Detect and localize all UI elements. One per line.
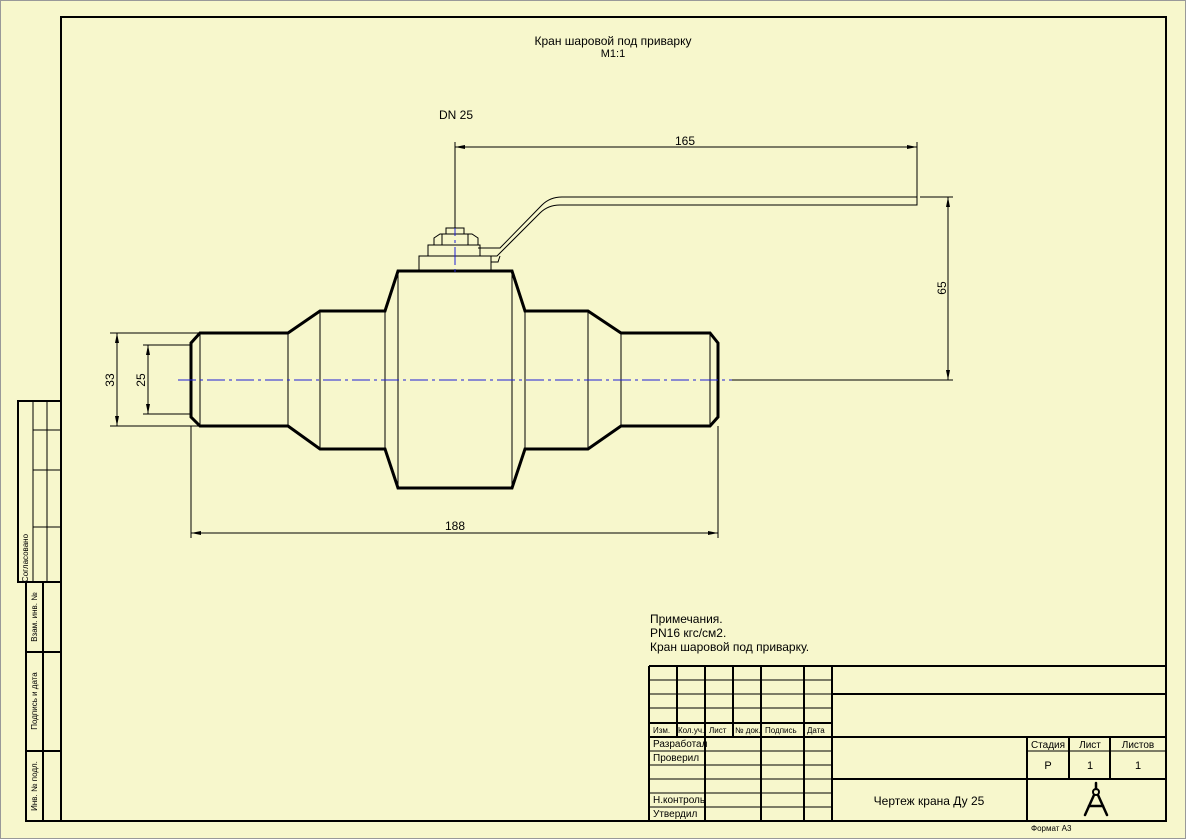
sheets-value: 1: [1135, 760, 1141, 772]
col-date: Дата: [807, 726, 825, 735]
compass-logo-icon: [1083, 781, 1109, 817]
dn-label: DN 25: [439, 108, 473, 122]
drawing-scale: М1:1: [601, 48, 625, 60]
dimension-lines: [110, 142, 953, 538]
side-stamp: [17, 400, 62, 822]
side-stamp-inv-orig: Инв. № подл.: [30, 761, 39, 811]
title-block-grid: [648, 665, 1167, 821]
handle-upper: [478, 196, 917, 249]
side-stamp-swap-inv: Взам. инв. №: [30, 592, 39, 642]
sheet-label: Лист: [1079, 740, 1101, 751]
dim-text-165: 165: [675, 134, 695, 148]
dim-text-33: 33: [103, 373, 117, 387]
sheets-label: Листов: [1122, 740, 1155, 751]
format-label: Формат А3: [1031, 824, 1072, 833]
stage-label: Стадия: [1031, 740, 1065, 751]
col-kol: Кол.уч.: [678, 726, 704, 735]
row-approved: Утвердил: [653, 809, 697, 820]
notes-line-2: Кран шаровой под приварку.: [650, 640, 809, 654]
row-n-control: Н.контроль: [653, 795, 705, 806]
dim-text-25: 25: [134, 373, 148, 387]
row-checked: Проверил: [653, 753, 699, 764]
side-stamp-sign-date: Подпись и дата: [30, 672, 39, 730]
drawing-title: Кран шаровой под приварку: [535, 34, 692, 48]
row-developed: Разработал: [653, 738, 708, 750]
dim-text-65: 65: [935, 281, 949, 295]
drawing-name: Чертеж крана Ду 25: [874, 794, 985, 808]
stage-value: Р: [1044, 760, 1051, 772]
handle-lower: [491, 197, 918, 257]
col-sign: Подпись: [765, 726, 797, 735]
sheet-value: 1: [1087, 760, 1093, 772]
side-stamp-agreed: Согласовано: [21, 533, 30, 582]
notes-heading: Примечания.: [650, 612, 723, 626]
col-list: Лист: [709, 726, 727, 735]
dim-text-188: 188: [445, 519, 465, 533]
notes-line-1: PN16 кгс/см2.: [650, 626, 726, 640]
notes: Примечания. PN16 кгс/см2. Кран шаровой п…: [650, 612, 809, 654]
title-block-labels: Изм. Кол.уч. Лист № док. Подпись Дата Ра…: [653, 726, 1154, 833]
col-izm: Изм.: [653, 726, 670, 735]
col-doc: № док.: [735, 726, 761, 735]
handle-root: [491, 255, 501, 263]
nut-washer: [427, 244, 481, 257]
